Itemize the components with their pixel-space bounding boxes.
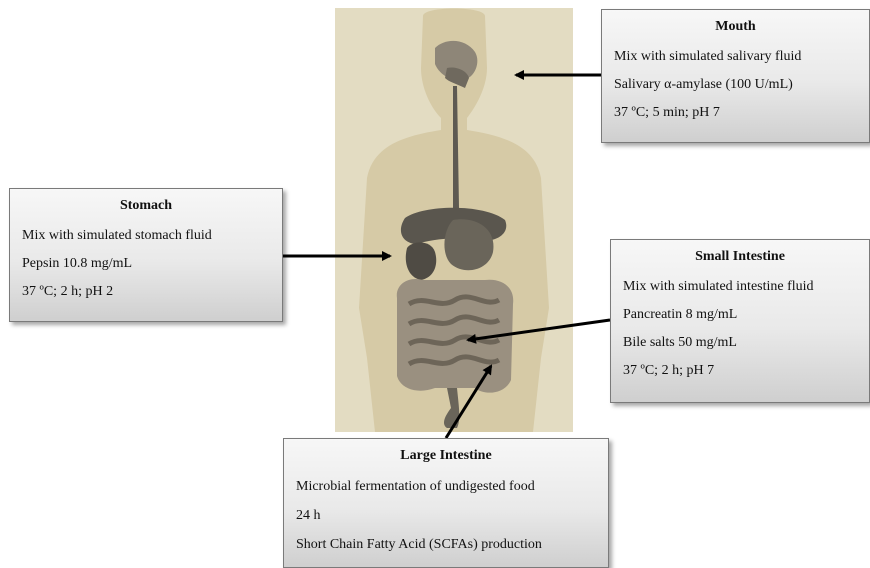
mouth-line-2: Salivary α-amylase (100 U/mL) bbox=[602, 71, 869, 99]
large-intestine-line-3: Short Chain Fatty Acid (SCFAs) productio… bbox=[284, 530, 608, 559]
small-intestine-line-3: Bile salts 50 mg/mL bbox=[611, 329, 869, 357]
large-intestine-panel: Large Intestine Microbial fermentation o… bbox=[283, 438, 609, 568]
large-intestine-line-1: Microbial fermentation of undigested foo… bbox=[284, 472, 608, 501]
small-intestine-panel: Small Intestine Mix with simulated intes… bbox=[610, 239, 870, 403]
stomach-line-1: Mix with simulated stomach fluid bbox=[10, 222, 282, 250]
stomach-line-3: 37 ºC; 2 h; pH 2 bbox=[10, 278, 282, 306]
large-intestine-title: Large Intestine bbox=[284, 448, 608, 464]
stomach-line-2: Pepsin 10.8 mg/mL bbox=[10, 250, 282, 278]
mouth-panel: Mouth Mix with simulated salivary fluid … bbox=[601, 9, 870, 143]
small-intestine-line-2: Pancreatin 8 mg/mL bbox=[611, 301, 869, 329]
mouth-line-1: Mix with simulated salivary fluid bbox=[602, 43, 869, 71]
stomach-panel: Stomach Mix with simulated stomach fluid… bbox=[9, 188, 283, 322]
large-intestine-arrow bbox=[446, 366, 491, 438]
mouth-title: Mouth bbox=[602, 19, 869, 35]
small-intestine-line-4: 37 ºC; 2 h; pH 7 bbox=[611, 357, 869, 385]
small-intestine-title: Small Intestine bbox=[611, 249, 869, 265]
small-intestine-line-1: Mix with simulated intestine fluid bbox=[611, 273, 869, 301]
small-intestine-arrow bbox=[468, 320, 610, 340]
large-intestine-line-2: 24 h bbox=[284, 501, 608, 530]
mouth-line-3: 37 ºC; 5 min; pH 7 bbox=[602, 99, 869, 127]
stomach-title: Stomach bbox=[10, 198, 282, 214]
